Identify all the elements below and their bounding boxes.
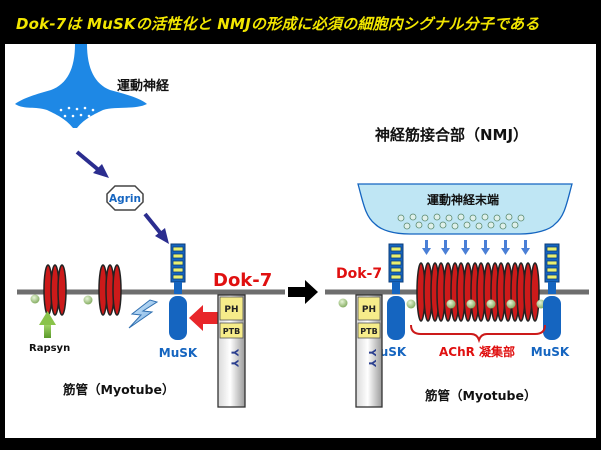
- agrin-label: Agrin: [109, 193, 141, 205]
- diagram-panel: 運動神経 Agrin: [5, 44, 596, 438]
- musk-right-receptor-1: [387, 243, 405, 340]
- rapsyn-cluster: [406, 299, 546, 309]
- nerve-to-agrin-arrow: [75, 150, 109, 178]
- left-arrow-icon: [189, 305, 219, 331]
- yy-motif-label: Y Y: [366, 348, 377, 368]
- slide-title: Dok-7は MuSKの活性化と NMJの形成に必須の細胞内シグナル分子である: [16, 15, 540, 33]
- ptb-domain-label: PTB: [223, 327, 240, 336]
- achr-cluster-label: AChR 凝集部: [439, 344, 515, 359]
- ach-release-arrows: [422, 240, 530, 255]
- diagram-canvas: 運動神経 Agrin: [15, 44, 589, 408]
- dok7-right-label: Dok-7: [336, 266, 382, 282]
- dok7-right-protein: PH PTB Y Y: [355, 294, 383, 408]
- agrin-to-musk-arrow: [143, 212, 169, 244]
- rapsyn-dot: [83, 295, 93, 305]
- musk-right-label-2: MuSK: [531, 345, 570, 359]
- rapsyn-pointer-arrow: [39, 311, 56, 338]
- myotube-left-label: 筋管（Myotube）: [62, 382, 174, 397]
- myotube-right-label: 筋管（Myotube）: [424, 388, 536, 403]
- nerve-terminal: 運動神経末端: [357, 183, 573, 235]
- yy-motif-label: Y Y: [229, 348, 240, 368]
- title-bar: Dok-7は MuSKの活性化と NMJの形成に必須の細胞内シグナル分子である: [0, 0, 601, 44]
- achr-cluster-brace: [410, 324, 546, 344]
- motor-nerve-label: 運動神経: [117, 78, 170, 94]
- ph-domain-label: PH: [362, 305, 376, 315]
- neuron-vesicles: [59, 106, 95, 118]
- ptb-domain-label: PTB: [360, 327, 377, 336]
- nerve-body-shape: [15, 44, 147, 128]
- terminal-label: 運動神経末端: [427, 192, 499, 207]
- agrin-molecule: Agrin: [106, 185, 144, 211]
- nmj-title: 神経筋接合部（NMJ）: [375, 126, 528, 144]
- dok7-left-protein: PH PTB Y Y: [217, 294, 246, 408]
- achr-left-2: [98, 264, 122, 316]
- dok7-left-label: Dok-7: [213, 270, 272, 291]
- musk-left-receptor: [169, 243, 187, 340]
- lightning-icon: [128, 299, 159, 329]
- musk-right-receptor-2: [543, 243, 561, 340]
- rapsyn-dot: [30, 294, 40, 304]
- achr-left-1: [43, 264, 67, 316]
- terminal-vesicles: [397, 213, 525, 230]
- right-arrow-icon: [288, 280, 318, 304]
- rapsyn-dot: [338, 298, 348, 308]
- achr-cluster: [416, 262, 540, 322]
- ph-domain-label: PH: [224, 305, 238, 315]
- motor-neuron: [15, 44, 147, 128]
- musk-left-label: MuSK: [159, 346, 198, 360]
- rapsyn-label: Rapsyn: [29, 343, 70, 354]
